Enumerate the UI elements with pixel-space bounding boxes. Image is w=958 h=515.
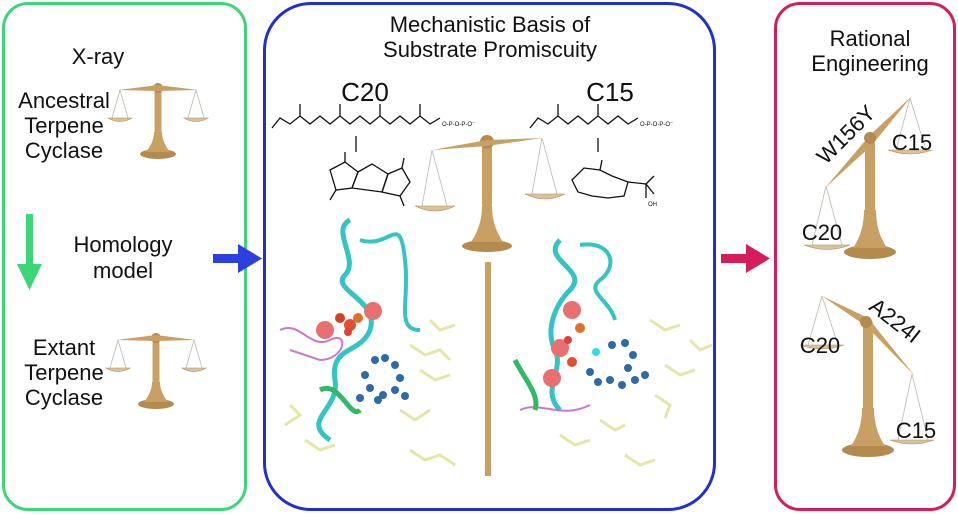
engineering-panel [774,2,956,511]
homology-label: Homology [73,232,173,257]
extant-terpene-label: Terpene [24,360,104,385]
blue-right-arrow-icon [213,244,262,273]
engineering-title-line1: Rational [829,26,911,51]
central-balance-icon [414,135,566,252]
c15-substrate-structure: O-P-O-P-O⁻ OH [529,104,673,208]
engineering-title-line2: Engineering [811,51,929,76]
c20-active-site-structure [279,217,456,467]
bottom-c15-label: C15 [895,418,937,443]
xray-label: X-ray [71,44,125,69]
extant-label: Extant [32,335,96,360]
w156y-balance-icon [803,96,933,259]
divider-rod [485,262,491,476]
c20-label: C20 [341,77,389,107]
bottom-c20-label: C20 [799,333,841,358]
ancestral-cyclase-label: Cyclase [24,138,104,163]
ancestral-terpene-label: Terpene [24,113,104,138]
ancestral-label: Ancestral [18,88,110,113]
extant-cyclase-label: Cyclase [24,385,104,410]
mechanism-title-line1: Mechanistic Basis of [389,12,591,37]
c20-substrate-structure: O-P-O-P-O⁻ [271,104,475,207]
top-c15-label: C15 [891,130,933,155]
mechanism-panel [263,2,716,511]
mechanism-title-line2: Substrate Promiscuity [383,37,597,62]
top-c20-label: C20 [801,220,843,245]
svg-text:OH: OH [648,202,657,208]
c15-label: C15 [586,77,634,107]
model-label: model [93,258,153,283]
down-arrow-icon [17,214,42,290]
svg-text:O-P-O-P-O⁻: O-P-O-P-O⁻ [640,122,673,128]
c15-active-site-structure [512,238,713,467]
svg-text:O-P-O-P-O⁻: O-P-O-P-O⁻ [442,122,475,128]
a224i-balance-icon [799,295,935,457]
pink-right-arrow-icon [721,244,770,273]
